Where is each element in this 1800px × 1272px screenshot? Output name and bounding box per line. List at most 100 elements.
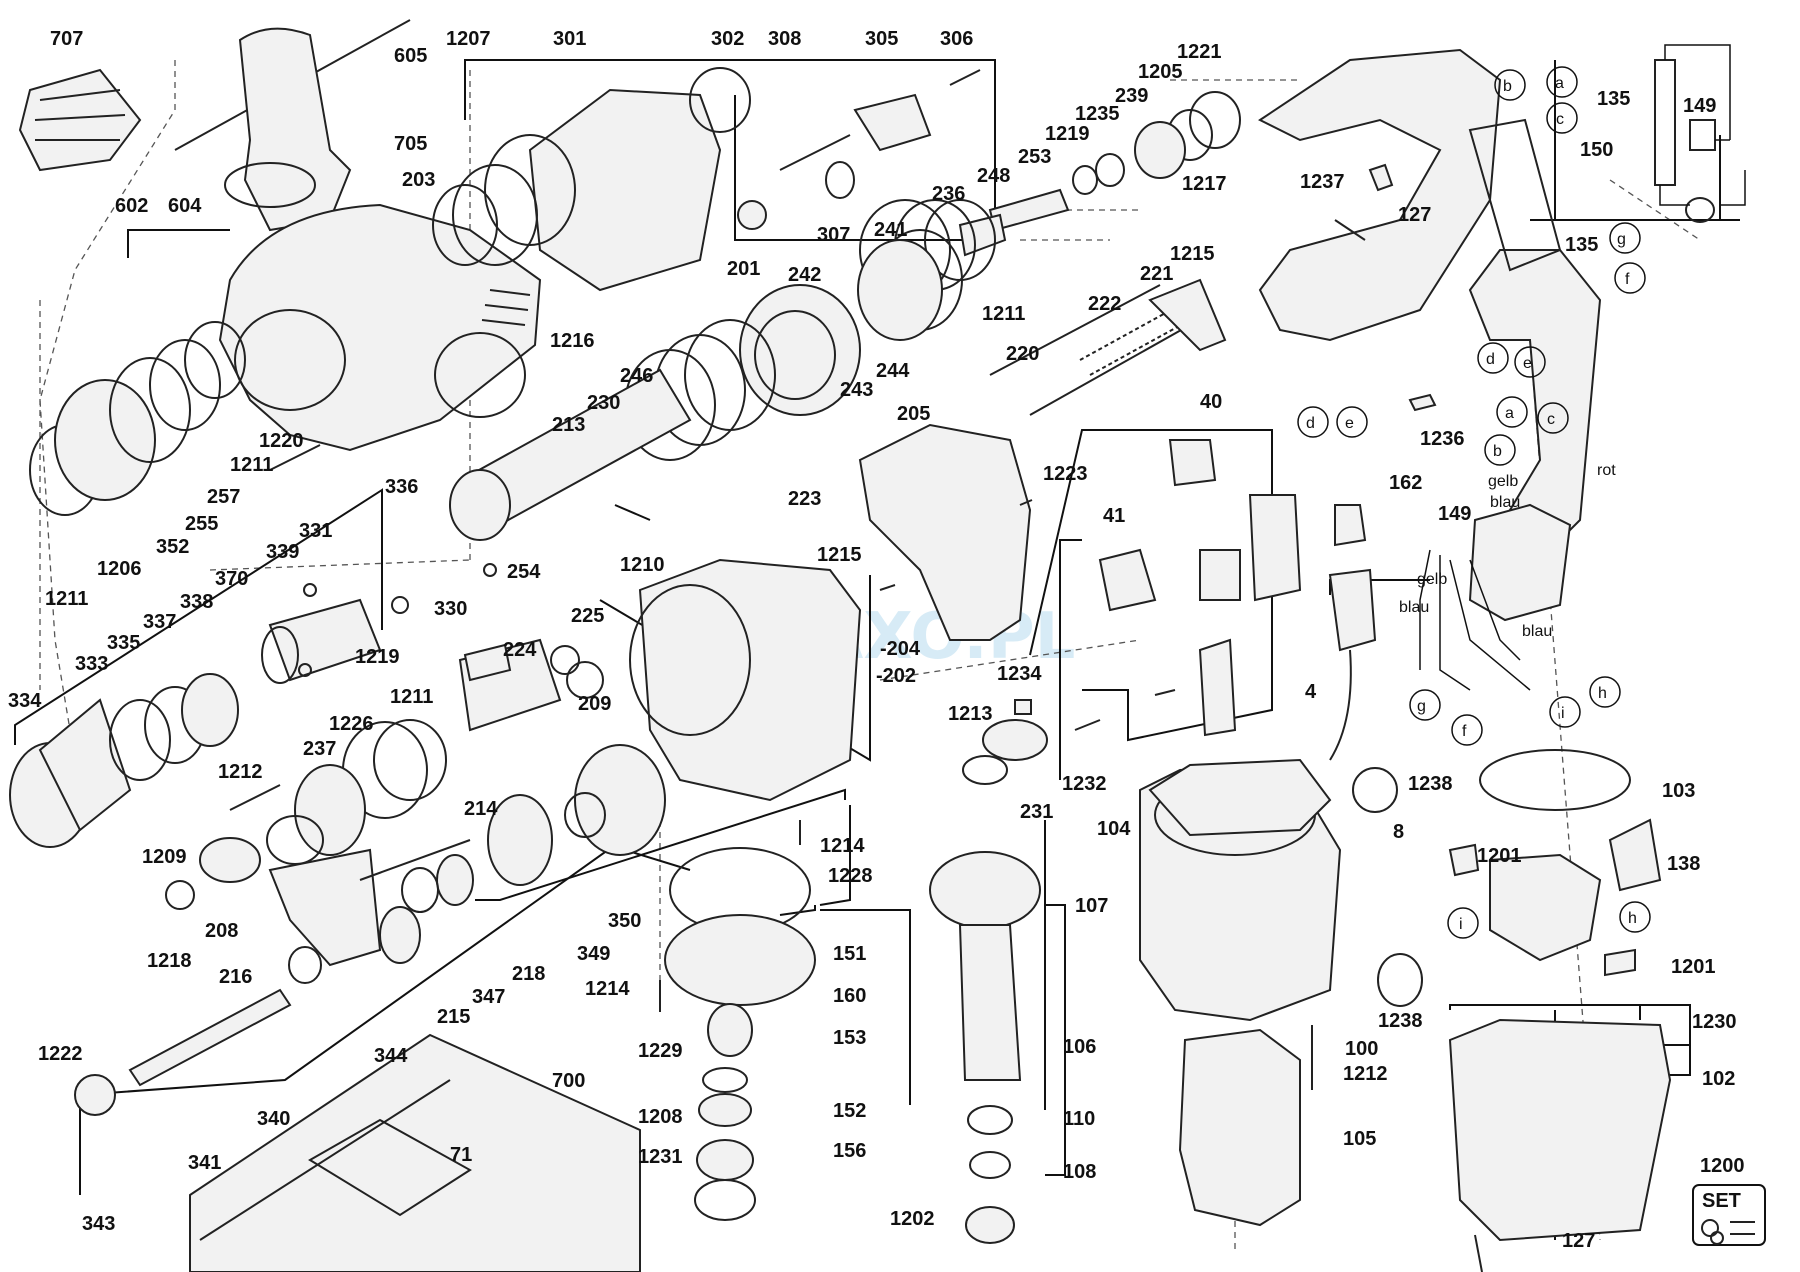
part-label-339: 339 [266, 541, 299, 563]
part-label-220: 220 [1006, 343, 1039, 365]
part-label-221: 221 [1140, 263, 1173, 285]
part-label-1211: 1211 [982, 303, 1025, 325]
svg-text:i: i [1561, 705, 1565, 722]
tube-214 [359, 839, 474, 913]
wire-label-blau: blau [1399, 599, 1429, 616]
callout-d: d [1297, 406, 1329, 438]
group-brackets [14, 59, 1740, 1240]
part-label-343: 343 [82, 1213, 115, 1235]
part-label-1201: 1201 [1671, 956, 1716, 978]
front-sleeves [29, 321, 246, 516]
part-label-1232: 1232 [1062, 773, 1107, 795]
part-label-4: 4 [1305, 681, 1317, 703]
part-label-156: 156 [833, 1140, 866, 1162]
wire-label-gelb: gelb [1488, 473, 1518, 490]
part-label-1237: 1237 [1300, 171, 1345, 193]
part-label-239: 239 [1115, 85, 1148, 107]
part-label-347: 347 [472, 986, 505, 1008]
part-label-248: 248 [977, 165, 1010, 187]
hammer-mechanism-301 [432, 67, 751, 292]
part-label-201: 201 [727, 258, 760, 280]
part-label-1238: 1238 [1378, 1010, 1423, 1032]
plate-221 [1148, 278, 1227, 352]
part-label-218: 218 [512, 963, 545, 985]
part-label-241: 241 [874, 219, 907, 241]
part-labels: 707 605 705 1207 301 302 308 305 306 122… [8, 28, 1745, 1252]
pins-1237-1236 [1368, 163, 1437, 412]
part-label-150: 150 [1580, 139, 1613, 161]
wire-labels: gelb blau rot gelb blau blau [1399, 462, 1616, 640]
callout-d: d [1477, 342, 1509, 374]
chuck-707 [18, 68, 142, 172]
callout-g: g [1609, 222, 1641, 254]
callout-g: g [1409, 689, 1441, 721]
part-label-231: 231 [1020, 801, 1053, 823]
part-label-160: 160 [833, 985, 866, 1007]
rods-220-222 [989, 284, 1191, 416]
part-label-1229: 1229 [638, 1040, 683, 1062]
part-label-340: 340 [257, 1108, 290, 1130]
part-label-1230: 1230 [1692, 1011, 1737, 1033]
part-label-1221: 1221 [1177, 41, 1222, 63]
part-label-1218: 1218 [147, 950, 192, 972]
washers-225 [550, 645, 604, 699]
part-label-336: 336 [385, 476, 418, 498]
pin-224 [458, 638, 562, 732]
rings-1226 [266, 719, 447, 865]
part-label-135: 135 [1597, 88, 1630, 110]
svg-text:a: a [1505, 405, 1514, 422]
part-label-107: 107 [1075, 895, 1108, 917]
part-label-1202: 1202 [890, 1208, 935, 1230]
callout-a: a [1546, 66, 1578, 98]
part-label-203: 203 [402, 169, 435, 191]
part-label-102: 102 [1702, 1068, 1735, 1090]
part-label-1220: 1220 [259, 430, 304, 452]
callout-i: i [1447, 907, 1479, 939]
part-label-1212: 1212 [218, 761, 263, 783]
part-label-127: 127 [1398, 204, 1431, 226]
part-label-338: 338 [180, 591, 213, 613]
part-shapes [9, 19, 1746, 1272]
part-label-352: 352 [156, 536, 189, 558]
part-label-127: 127 [1562, 1230, 1595, 1252]
part-label-1226: 1226 [329, 713, 374, 735]
electronics-149 [1419, 503, 1572, 691]
part-label-1209: 1209 [142, 846, 187, 868]
wire-label-blau: blau [1490, 494, 1520, 511]
callout-i: i [1549, 696, 1581, 728]
part-label-223: 223 [788, 488, 821, 510]
part-label-308: 308 [768, 28, 801, 50]
part-label-138: 138 [1667, 853, 1700, 875]
part-label-350: 350 [608, 910, 641, 932]
part-label-1216: 1216 [550, 330, 595, 352]
gear-housing-203 [218, 203, 542, 452]
part-label-237: 237 [303, 738, 336, 760]
part-label-302: 302 [711, 28, 744, 50]
armature-107 [929, 851, 1041, 1244]
piston-tube-230 [449, 368, 692, 577]
part-label-222: 222 [1088, 293, 1121, 315]
part-label-225: 225 [571, 605, 604, 627]
part-label-242: 242 [788, 264, 821, 286]
part-label-1217: 1217 [1182, 173, 1227, 195]
part-label-151: 151 [833, 943, 866, 965]
part-label-254: 254 [507, 561, 541, 583]
part-label-1231: 1231 [638, 1146, 683, 1168]
part-label-246: 246 [620, 365, 653, 387]
svg-text:b: b [1493, 443, 1502, 460]
part-label-707: 707 [50, 28, 83, 50]
part-label-1215: 1215 [817, 544, 862, 566]
part-label-214: 214 [464, 798, 498, 820]
part-label-335: 335 [107, 632, 140, 654]
part-label-71: 71 [450, 1144, 472, 1166]
part-label-244: 244 [876, 360, 910, 382]
part-label-301: 301 [553, 28, 586, 50]
part-label-333: 333 [75, 653, 108, 675]
front-cap-334 [9, 673, 239, 848]
svg-text:i: i [1459, 916, 1463, 933]
part-label-344: 344 [374, 1045, 408, 1067]
part-label-149: 149 [1683, 95, 1716, 117]
part-label-236: 236 [932, 183, 965, 205]
set-label: SET [1702, 1190, 1741, 1212]
